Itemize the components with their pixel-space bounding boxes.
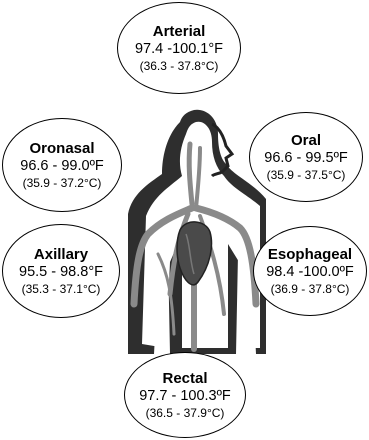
site-oronasal: Oronasal 96.6 - 99.0ºF (35.9 - 37.2°C) (2, 118, 122, 212)
human-torso-icon (128, 104, 266, 354)
site-name: Oronasal (29, 140, 94, 157)
circulatory-system-illustration (128, 104, 266, 354)
fahrenheit-range: 98.4 -100.0ºF (266, 264, 354, 281)
celsius-range: (35.9 - 37.5°C) (267, 169, 346, 183)
fahrenheit-range: 97.7 - 100.3ºF (139, 388, 231, 405)
site-name: Arterial (153, 23, 206, 40)
celsius-range: (35.3 - 37.1°C) (22, 283, 101, 297)
site-name: Esophageal (268, 246, 352, 263)
celsius-range: (35.9 - 37.2°C) (23, 177, 102, 191)
site-name: Oral (291, 132, 321, 149)
site-axillary: Axillary 95.5 - 98.8°F (35.3 - 37.1°C) (2, 224, 120, 318)
site-name: Axillary (34, 246, 88, 263)
fahrenheit-range: 96.6 - 99.5ºF (264, 150, 347, 167)
site-oral: Oral 96.6 - 99.5ºF (35.9 - 37.5°C) (249, 112, 363, 202)
site-rectal: Rectal 97.7 - 100.3ºF (36.5 - 37.9°C) (124, 352, 246, 438)
site-name: Rectal (162, 370, 207, 387)
site-esophageal: Esophageal 98.4 -100.0ºF (36.9 - 37.8°C) (253, 226, 367, 316)
fahrenheit-range: 96.6 - 99.0ºF (20, 158, 103, 175)
celsius-range: (36.9 - 37.8°C) (271, 283, 350, 297)
site-arterial: Arterial 97.4 -100.1°F (36.3 - 37.8°C) (117, 2, 241, 94)
celsius-range: (36.3 - 37.8°C) (140, 60, 219, 74)
celsius-range: (36.5 - 37.9°C) (146, 407, 225, 421)
fahrenheit-range: 97.4 -100.1°F (135, 41, 223, 58)
fahrenheit-range: 95.5 - 98.8°F (19, 264, 103, 281)
